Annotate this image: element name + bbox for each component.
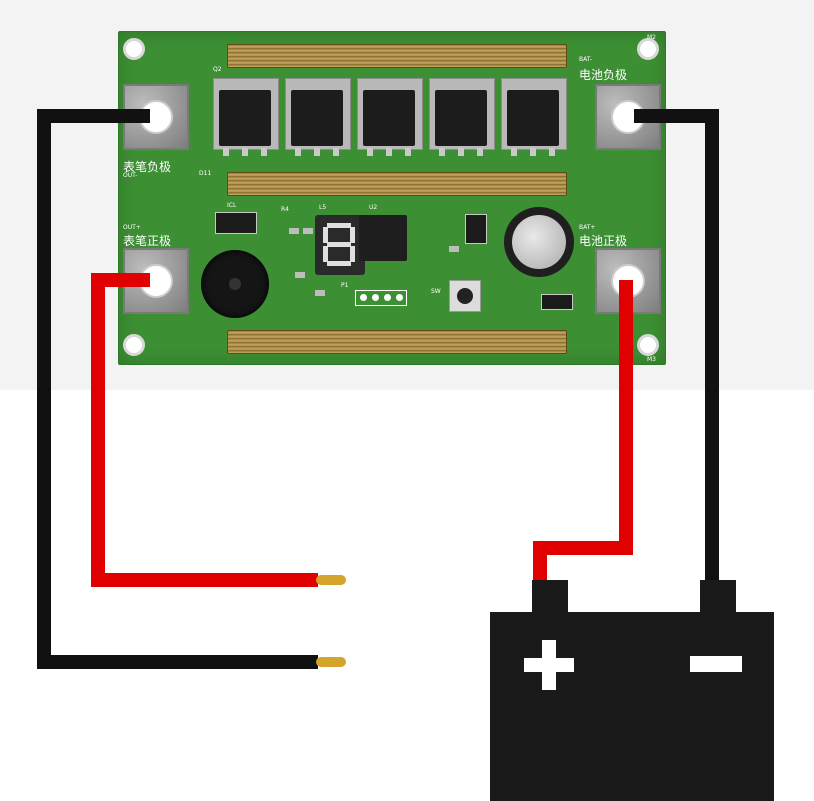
mount-hole-bottom-left xyxy=(123,334,145,356)
red-wire-bat-pos xyxy=(533,280,633,590)
smd-resistor xyxy=(449,246,459,252)
smd-resistor xyxy=(289,228,299,234)
copper-bus-bar-top xyxy=(227,44,567,68)
seven-segment-display xyxy=(315,215,365,275)
black-wire-bat-neg xyxy=(634,109,719,590)
label-l5: L5 xyxy=(319,204,327,211)
electrolytic-capacitor xyxy=(504,207,574,277)
pin-header xyxy=(355,290,407,306)
probe-tip-negative xyxy=(316,657,346,667)
label-bat-pos-cn: 电池正极 xyxy=(579,234,628,248)
smd-regulator xyxy=(465,214,487,244)
battery-negative-post xyxy=(700,580,736,612)
mount-hole-top-left xyxy=(123,38,145,60)
label-p1: P1 xyxy=(341,282,349,289)
label-q2: Q2 xyxy=(213,66,222,73)
plus-icon xyxy=(542,640,556,690)
label-icl: ICL xyxy=(227,202,237,209)
smd-resistor xyxy=(315,290,325,296)
smd-chip xyxy=(215,212,257,234)
copper-bus-bar-bottom xyxy=(227,330,567,354)
battery-positive-post xyxy=(532,580,568,612)
mosfet xyxy=(429,78,495,156)
buzzer xyxy=(201,250,269,318)
label-out-pos-cn: 表笔正极 xyxy=(123,234,172,248)
mosfet xyxy=(285,78,351,156)
label-out-neg-cn: 表笔负极 xyxy=(123,160,172,174)
label-m2: M2 xyxy=(647,34,656,41)
mosfet xyxy=(357,78,423,156)
smd-diode xyxy=(541,294,573,310)
mosfet xyxy=(213,78,279,156)
microcontroller-ic xyxy=(359,215,407,261)
digit-icon xyxy=(323,223,355,266)
copper-bus-bar-middle xyxy=(227,172,567,196)
label-out-pos-en: OUT+ xyxy=(123,224,141,231)
minus-icon xyxy=(690,656,742,672)
mount-hole-top-right xyxy=(637,38,659,60)
battery-icon xyxy=(490,612,774,801)
terminal-out-pos xyxy=(123,248,189,314)
mosfet xyxy=(501,78,567,156)
black-wire-out-neg xyxy=(37,109,318,669)
red-wire-out-pos xyxy=(91,273,318,587)
label-sw: SW xyxy=(431,288,441,295)
label-out-neg-en: OUT- xyxy=(123,172,138,179)
label-bat-pos-en: BAT+ xyxy=(579,224,596,231)
label-bat-neg-cn: 电池负极 xyxy=(579,68,628,82)
label-bat-neg-en: BAT- xyxy=(579,56,593,63)
label-m3: M3 xyxy=(647,356,656,363)
smd-resistor xyxy=(303,228,313,234)
label-d11: D11 xyxy=(199,170,212,177)
label-r4: R4 xyxy=(281,206,289,213)
mount-hole-bottom-right xyxy=(637,334,659,356)
label-u2: U2 xyxy=(369,204,378,211)
trigger-push-button xyxy=(449,280,481,312)
probe-tip-positive xyxy=(316,575,346,585)
smd-resistor xyxy=(295,272,305,278)
